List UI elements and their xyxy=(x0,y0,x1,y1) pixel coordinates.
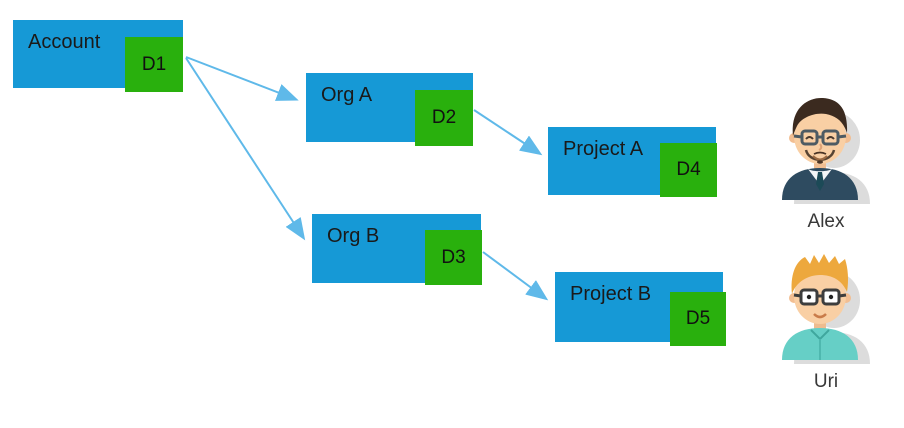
user-uri-name: Uri xyxy=(813,371,839,392)
badge-d3-label: D3 xyxy=(441,246,466,268)
edge-account-to-org-b xyxy=(185,57,306,241)
badge-d1-label: D1 xyxy=(141,53,167,75)
alex-avatar-icon xyxy=(782,97,870,204)
node-project-a-label: Project A xyxy=(563,138,644,160)
node-org-b-label: Org B xyxy=(327,225,380,247)
badge-d5: D5 xyxy=(670,292,726,346)
badge-d5-label: D5 xyxy=(685,308,711,329)
node-account-label: Account xyxy=(28,31,101,53)
node-project-b-label: Project B xyxy=(570,283,652,305)
badge-d4: D4 xyxy=(660,143,717,197)
edge-org-b-to-project-b xyxy=(482,251,549,301)
user-alex-name: Alex xyxy=(807,211,845,232)
uri-avatar-icon xyxy=(782,254,870,364)
node-org-a-label: Org A xyxy=(321,84,373,106)
badge-d2: D2 xyxy=(415,90,473,146)
edge-org-a-to-project-a xyxy=(473,109,543,156)
badge-d1: D1 xyxy=(125,37,183,92)
badge-d3: D3 xyxy=(425,230,482,285)
edge-account-to-org-a xyxy=(185,56,299,101)
badge-d2-label: D2 xyxy=(431,107,457,128)
user-uri: Uri xyxy=(778,252,874,393)
user-alex: Alex xyxy=(778,92,874,233)
badge-d4-label: D4 xyxy=(676,159,701,180)
